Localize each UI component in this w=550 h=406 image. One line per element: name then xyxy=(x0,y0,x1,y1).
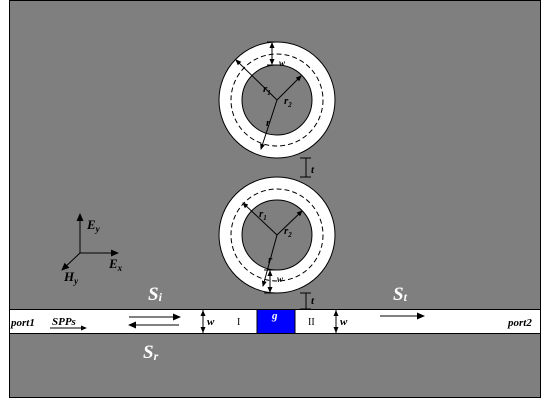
upper-r-label: r xyxy=(266,117,271,129)
left-w-label: w xyxy=(207,316,215,328)
bus-gap-t-label: t xyxy=(311,295,315,307)
ring-ring-gap-marker xyxy=(300,157,311,178)
lower-r-label: r xyxy=(268,254,273,266)
ey-axis-label: Ey xyxy=(86,217,101,234)
upper-w-label: w xyxy=(279,58,286,68)
gap-segment xyxy=(256,309,296,334)
region-2-label: II xyxy=(308,317,315,328)
transmitted-mode-label: St xyxy=(393,284,408,305)
gap-g-label: g xyxy=(271,310,278,322)
ex-axis-label: Ex xyxy=(108,256,123,273)
upper-ring-radius-arrows xyxy=(235,59,302,150)
reflected-mode-label: Sr xyxy=(143,342,159,363)
ring-gap-t-label: t xyxy=(311,164,315,176)
upper-r2-label: r2 xyxy=(284,95,292,109)
lower-ring-radius-arrows xyxy=(242,202,303,287)
spps-label: SPPs xyxy=(52,316,76,328)
incident-mode-label: Si xyxy=(148,284,163,305)
coordinate-axes xyxy=(61,213,119,271)
upper-ring-width-marker xyxy=(267,41,277,66)
hy-axis-label: Hy xyxy=(63,269,79,286)
ring-bus-gap-marker xyxy=(300,292,311,310)
lower-r1-label: r1 xyxy=(259,208,267,222)
port1-label: port1 xyxy=(10,317,35,329)
upper-r1-label: r1 xyxy=(263,83,271,97)
lower-w-label: w xyxy=(277,274,284,284)
region-1-label: I xyxy=(237,317,240,328)
right-w-label: w xyxy=(340,316,348,328)
port2-label: port2 xyxy=(507,317,532,329)
lower-ring-width-marker xyxy=(264,269,276,294)
diagram-frame xyxy=(9,0,541,398)
lower-r2-label: r2 xyxy=(284,225,292,239)
